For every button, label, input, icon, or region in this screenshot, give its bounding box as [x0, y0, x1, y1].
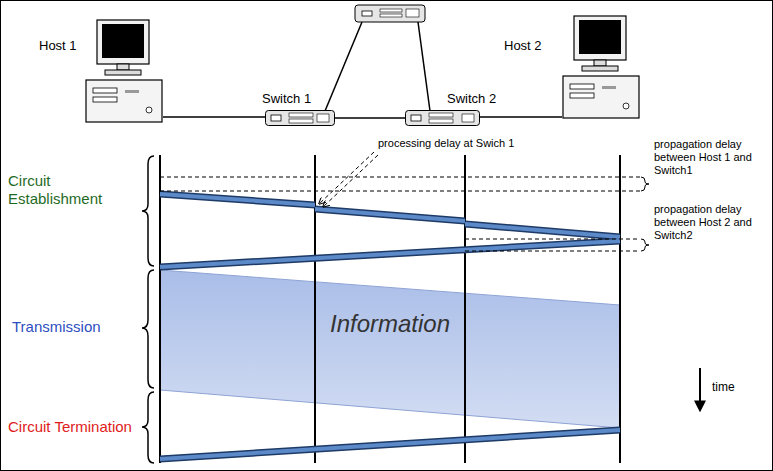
information-band	[160, 270, 620, 428]
node-label: Switch 2	[447, 91, 496, 106]
top-switch	[325, 5, 430, 111]
phase-braces	[142, 156, 154, 463]
delay-brackets	[641, 177, 649, 251]
network-link	[480, 116, 562, 118]
phase-label: Circuit Establishment	[8, 172, 133, 207]
time-lines	[160, 155, 620, 463]
node-label: Host 1	[39, 38, 77, 53]
host-computer: Host 2	[562, 14, 640, 124]
axis-label: time	[712, 380, 735, 394]
computer-icon	[562, 14, 640, 124]
computer-icon	[85, 18, 163, 124]
delay-note: processing delay at Swich 1	[378, 137, 514, 150]
phase-label: Circuit Termination	[8, 418, 133, 436]
node-label: Host 2	[504, 38, 542, 53]
network-switch: Switch 2	[405, 110, 480, 126]
network-link	[335, 117, 405, 119]
band-label: Information	[330, 310, 450, 338]
switch-icon	[265, 110, 335, 126]
phase-label: Transmission	[12, 318, 101, 336]
signal-bars	[160, 194, 620, 459]
time-arrow	[699, 368, 701, 410]
processing-leader	[319, 152, 378, 207]
delay-note: propagation delay between Host 1 and Swi…	[654, 138, 764, 177]
switch-icon	[405, 110, 480, 126]
network-switch: Switch 1	[265, 110, 335, 126]
delay-guides	[160, 177, 640, 251]
network-link	[163, 116, 265, 118]
delay-note: propagation delay between Host 2 and Swi…	[654, 203, 764, 242]
node-label: Switch 1	[262, 91, 311, 106]
host-computer: Host 1	[85, 18, 163, 124]
